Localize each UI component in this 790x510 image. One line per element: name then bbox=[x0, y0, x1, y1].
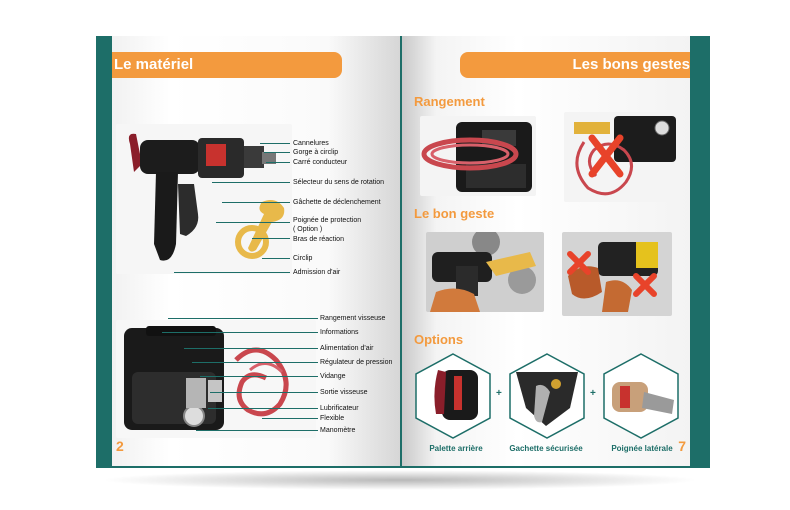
leader-line bbox=[216, 222, 290, 223]
label-poignee-protection: Poignée de protection bbox=[293, 217, 362, 224]
label-gorge-circlip: Gorge à circlip bbox=[293, 149, 339, 156]
leader-line bbox=[210, 392, 318, 393]
label-sortie-visseuse: Sortie visseuse bbox=[320, 389, 368, 396]
leader-line bbox=[168, 318, 318, 319]
good-gesture-wrong-image bbox=[562, 232, 672, 316]
section-rangement: Rangement bbox=[414, 94, 485, 109]
label-cannelures: Cannelures bbox=[293, 140, 329, 147]
label-carre-conducteur: Carré conducteur bbox=[293, 159, 348, 166]
option-poignee-laterale-image bbox=[603, 353, 679, 439]
label-rangement-visseuse: Rangement visseuse bbox=[320, 315, 386, 322]
leader-line bbox=[252, 238, 290, 239]
label-circlip: Circlip bbox=[293, 255, 313, 262]
leader-line bbox=[174, 272, 290, 273]
option-gachette-securisee-image bbox=[509, 353, 585, 439]
leader-line bbox=[196, 430, 318, 431]
storage-correct-image bbox=[420, 116, 536, 196]
book-shadow bbox=[100, 470, 700, 490]
leader-line bbox=[162, 332, 318, 333]
caption-poignee-laterale: Poignée latérale bbox=[611, 444, 673, 453]
leader-line bbox=[260, 143, 290, 144]
label-regulateur-pression: Régulateur de pression bbox=[320, 359, 393, 366]
leader-line bbox=[184, 348, 318, 349]
caption-gachette-securisee: Gachette sécurisée bbox=[509, 444, 583, 453]
leader-line bbox=[208, 408, 318, 409]
right-page-title: Les bons gestes bbox=[460, 52, 690, 78]
leader-line bbox=[200, 376, 318, 377]
label-bras-reaction: Bras de réaction bbox=[293, 236, 344, 243]
section-options: Options bbox=[414, 332, 464, 347]
label-alimentation-air: Alimentation d'air bbox=[320, 345, 374, 352]
right-page: Les bons gestes Rangement Le bon geste bbox=[402, 36, 690, 466]
leader-line bbox=[266, 162, 290, 163]
leader-line bbox=[222, 202, 290, 203]
section-bon-geste: Le bon geste bbox=[414, 206, 495, 221]
label-option: ( Option ) bbox=[293, 226, 323, 233]
label-flexible: Flexible bbox=[320, 415, 345, 422]
storage-wrong-image bbox=[564, 112, 680, 202]
label-admission-air: Admission d'air bbox=[293, 269, 341, 276]
left-page: Le matériel Cannelures Gorge à circlip C… bbox=[112, 36, 400, 466]
leader-line bbox=[212, 182, 290, 183]
torque-wrench-image bbox=[116, 124, 292, 274]
page-number-right: 7 bbox=[678, 438, 686, 454]
label-vidange: Vidange bbox=[320, 373, 346, 380]
page-number-left: 2 bbox=[116, 438, 124, 454]
label-manometre: Manomètre bbox=[320, 427, 356, 434]
leader-line bbox=[192, 362, 318, 363]
left-page-title: Le matériel bbox=[112, 52, 342, 78]
good-gesture-correct-image bbox=[426, 232, 544, 312]
leader-line bbox=[262, 258, 290, 259]
plus-sign: + bbox=[496, 388, 502, 399]
tool-case-image bbox=[116, 320, 316, 438]
label-lubrificateur: Lubrificateur bbox=[320, 405, 359, 412]
leader-line bbox=[264, 152, 290, 153]
leader-line bbox=[262, 418, 318, 419]
plus-sign: + bbox=[590, 388, 596, 399]
caption-palette-arriere: Palette arrière bbox=[429, 444, 483, 453]
label-informations: Informations bbox=[320, 329, 359, 336]
label-gachette: Gâchette de déclenchement bbox=[293, 199, 381, 206]
option-palette-arriere-image bbox=[415, 353, 491, 439]
label-selecteur: Sélecteur du sens de rotation bbox=[293, 179, 385, 186]
